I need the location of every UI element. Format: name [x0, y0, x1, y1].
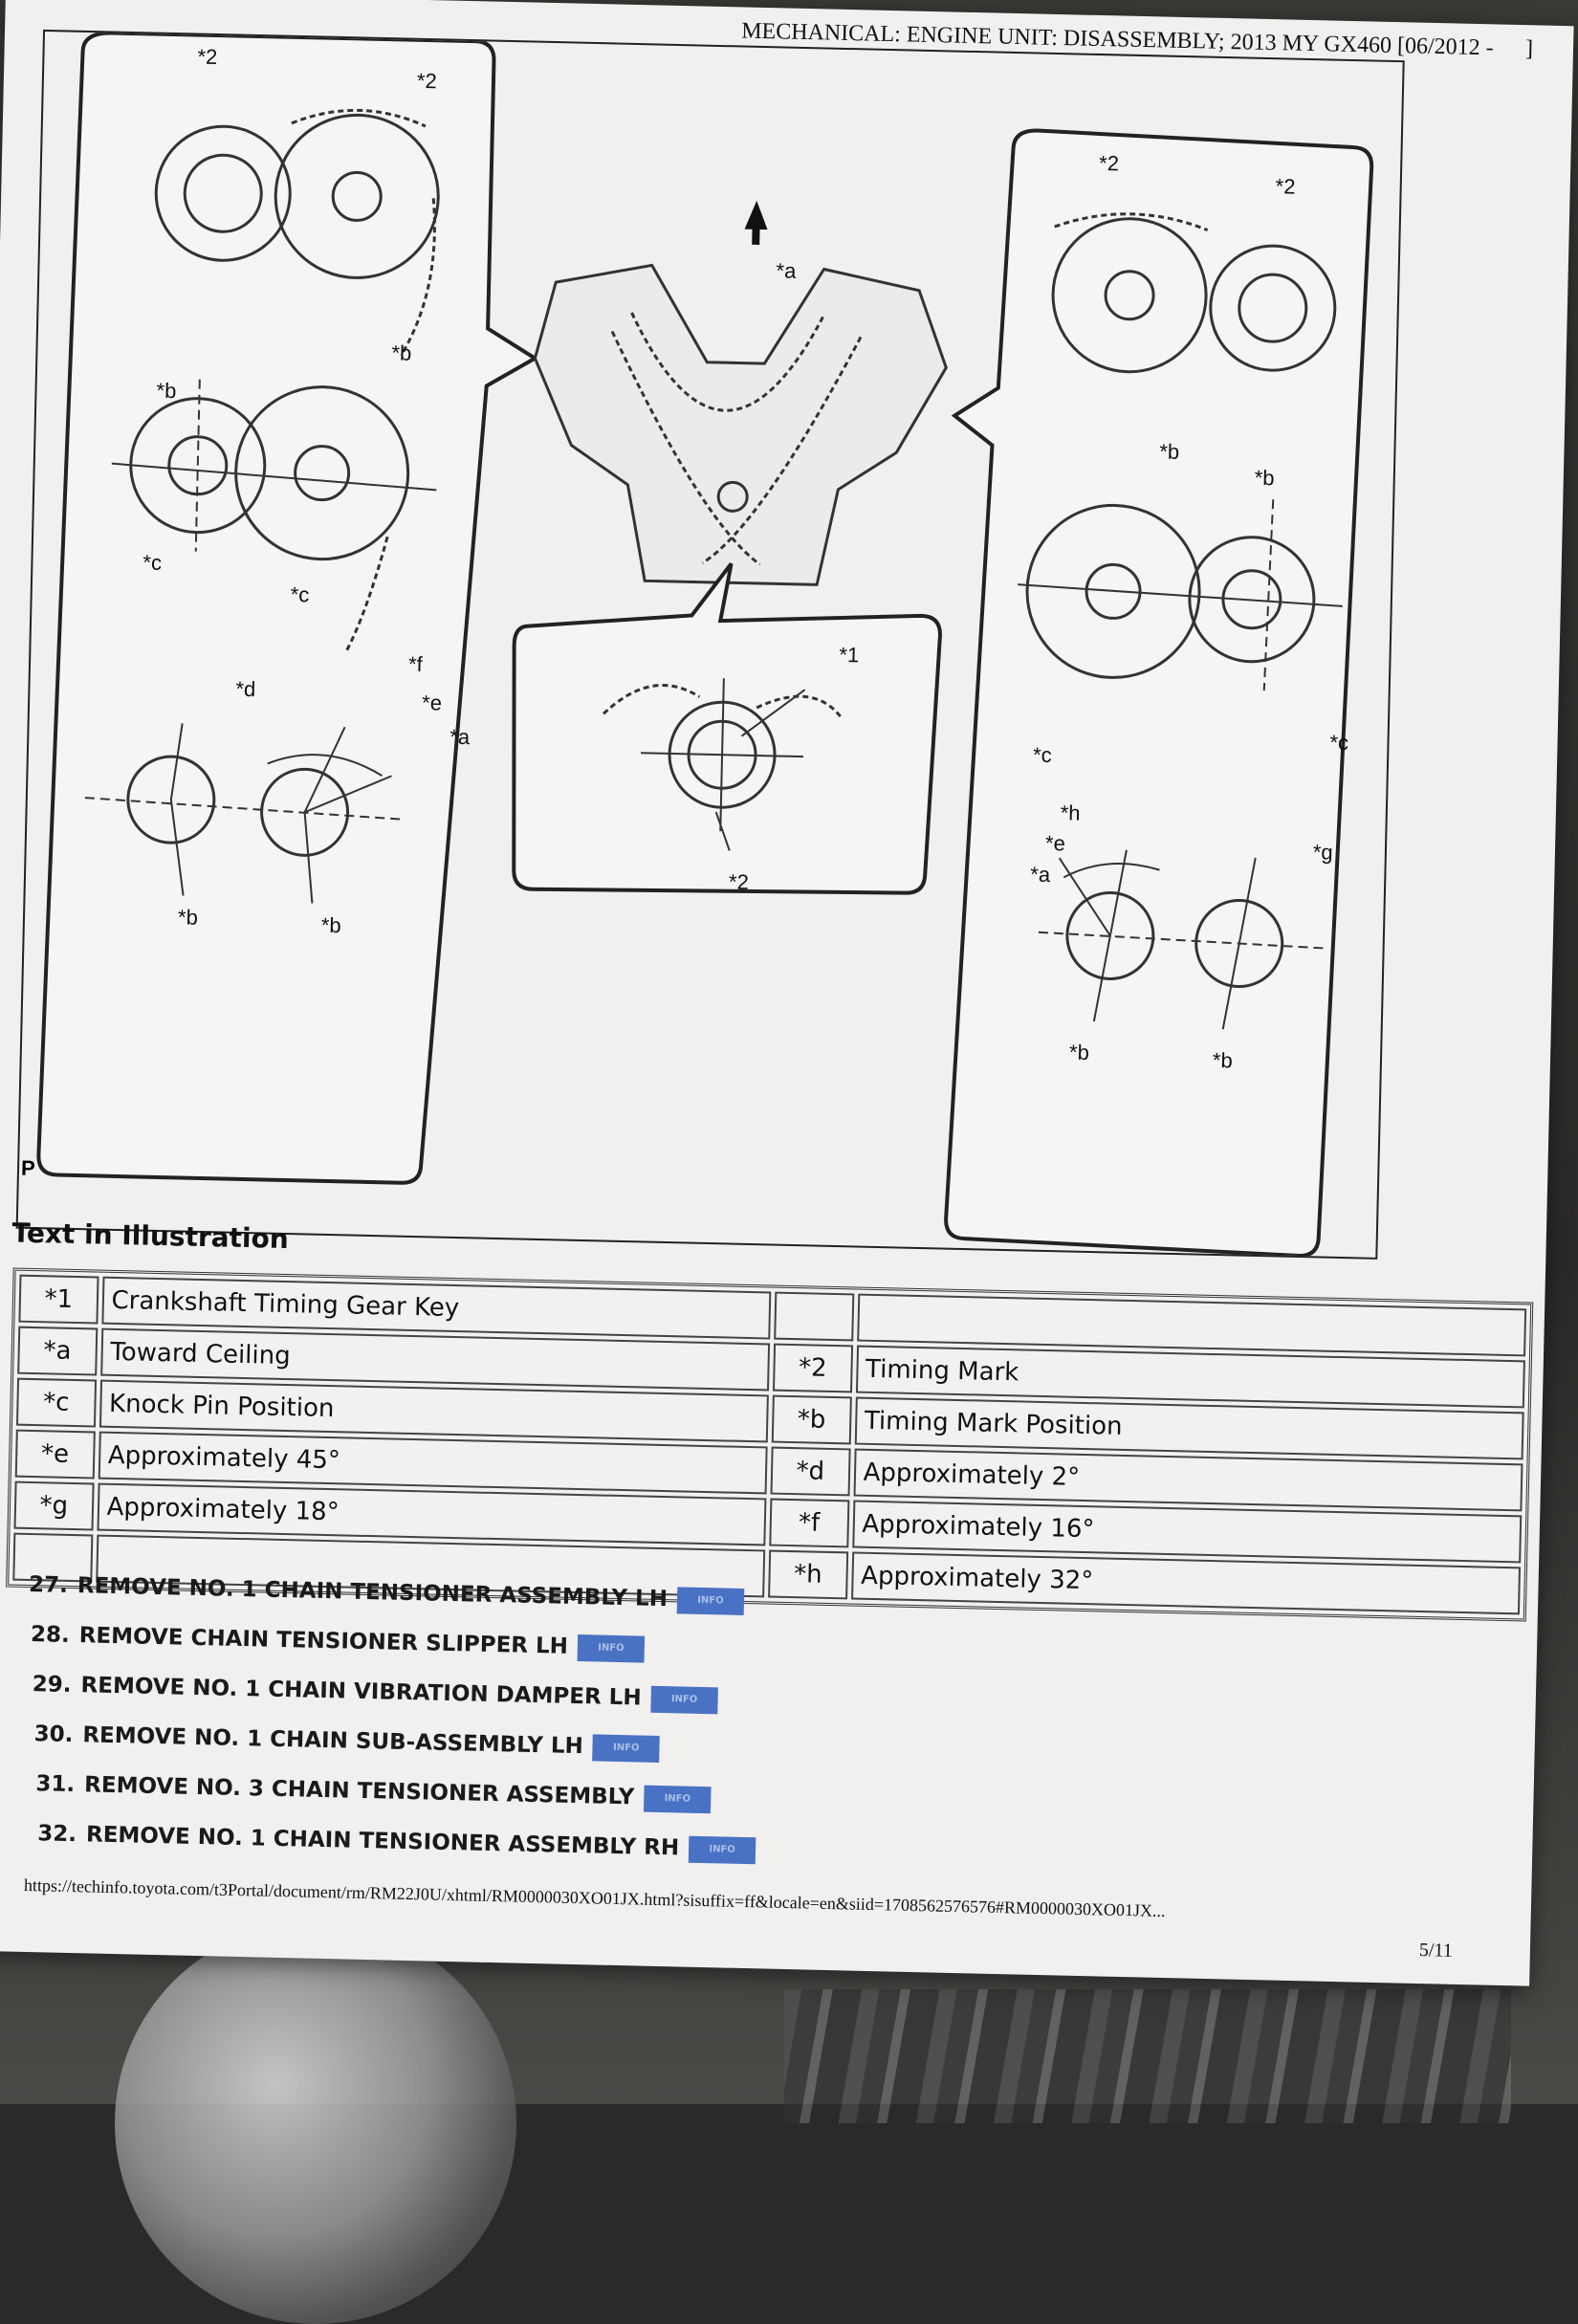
right-cam-sprockets: [1051, 212, 1337, 374]
timing-illustration: *2 *2 *2 *2 *a *b *b *b *b *c *c *c *c *…: [36, 31, 1374, 1258]
callout-b: *b: [178, 905, 198, 929]
legend-key: *d: [770, 1446, 851, 1497]
callout-1: *1: [839, 643, 859, 667]
legend-key: [774, 1291, 854, 1342]
callout-b: *b: [156, 379, 176, 403]
figure-code: P: [20, 1155, 36, 1181]
callout-c: *c: [1329, 731, 1348, 755]
wheel-background: [115, 1922, 516, 2324]
callout-d: *d: [235, 677, 255, 701]
right-timing-gears: [1018, 499, 1343, 691]
callout-b: *b: [1213, 1048, 1233, 1072]
callout-2: *2: [417, 69, 437, 93]
callout-h: *h: [1060, 800, 1080, 824]
left-timing-gears: [111, 379, 437, 651]
step-number: 32.: [36, 1821, 77, 1848]
legend-heading: Text in Illustration: [11, 1217, 290, 1256]
callout-2: *2: [1275, 174, 1295, 198]
callout-b: *b: [1069, 1041, 1089, 1064]
crank-inset: [512, 562, 942, 895]
callout-e: *e: [422, 691, 442, 714]
callout-2: *2: [197, 45, 217, 69]
engine-block: [533, 200, 948, 586]
printed-page: MECHANICAL: ENGINE UNIT: DISASSEMBLY; 20…: [0, 0, 1574, 1986]
info-button[interactable]: INFO: [592, 1733, 661, 1763]
info-button[interactable]: INFO: [644, 1785, 712, 1813]
right-bank-panel: [944, 128, 1374, 1258]
callout-e: *e: [1045, 831, 1065, 855]
legend-key: *c: [15, 1377, 97, 1428]
step-title: REMOVE NO. 1 CHAIN TENSIONER ASSEMBLY LH: [77, 1573, 668, 1612]
right-angle-diagrams: [1038, 849, 1326, 1030]
callout-b: *b: [1159, 439, 1179, 463]
step-number: 30.: [33, 1721, 74, 1748]
legend-key: *2: [772, 1343, 853, 1393]
step-number: 31.: [35, 1771, 76, 1798]
legend-key: *a: [17, 1326, 98, 1376]
callout-a: *a: [776, 258, 797, 282]
illustration-frame: *2 *2 *2 *2 *a *b *b *b *b *c *c *c *c *…: [15, 29, 1405, 1260]
legend-key: *b: [771, 1394, 852, 1445]
legend-key: *f: [769, 1498, 850, 1548]
legend-key: *e: [14, 1429, 96, 1480]
callout-b: *b: [1254, 466, 1274, 490]
step-title: REMOVE NO. 1 CHAIN VIBRATION DAMPER LH: [80, 1673, 642, 1711]
info-button[interactable]: INFO: [676, 1586, 745, 1615]
callout-a: *a: [449, 725, 471, 749]
callout-c: *c: [142, 550, 162, 574]
callout-2: *2: [729, 869, 749, 893]
step-number: 29.: [32, 1672, 72, 1699]
callout-c: *c: [1033, 743, 1052, 767]
info-button[interactable]: INFO: [650, 1685, 718, 1714]
page-number: 5/11: [1418, 1940, 1453, 1962]
legend-key: *g: [13, 1480, 95, 1531]
callout-f: *f: [408, 652, 424, 676]
step-list: 27. REMOVE NO. 1 CHAIN TENSIONER ASSEMBLY…: [23, 1560, 762, 1875]
legend-key: *1: [18, 1274, 99, 1325]
left-bank-panel: [36, 31, 539, 1185]
info-button[interactable]: INFO: [577, 1633, 646, 1663]
left-cam-sprockets: [154, 108, 440, 357]
step-title: REMOVE NO. 1 CHAIN TENSIONER ASSEMBLY RH: [85, 1822, 680, 1861]
tools-background: [784, 1989, 1511, 2123]
callout-c: *c: [290, 582, 309, 606]
left-angle-diagrams: [84, 723, 401, 904]
step-title: REMOVE CHAIN TENSIONER SLIPPER LH: [78, 1623, 569, 1659]
step-number: 27.: [28, 1571, 69, 1598]
legend-key: *h: [768, 1549, 848, 1600]
footer-url: https://techinfo.toyota.com/t3Portal/doc…: [23, 1875, 1166, 1921]
callout-b: *b: [321, 913, 341, 937]
step-title: REMOVE NO. 3 CHAIN TENSIONER ASSEMBLY: [83, 1772, 635, 1810]
header-bracket: ]: [1524, 36, 1534, 62]
callout-b: *b: [391, 340, 411, 364]
callout-a: *a: [1030, 863, 1051, 887]
callout-2: *2: [1099, 151, 1119, 175]
step-number: 28.: [30, 1622, 71, 1648]
info-button[interactable]: INFO: [688, 1835, 756, 1864]
callout-labels: *2 *2 *2 *2 *a *b *b *b *b *c *c *c *c *…: [142, 45, 1348, 1073]
step-title: REMOVE NO. 1 CHAIN SUB-ASSEMBLY LH: [82, 1722, 584, 1760]
legend-value: Approximately 32°: [850, 1551, 1522, 1615]
callout-g: *g: [1313, 840, 1333, 864]
